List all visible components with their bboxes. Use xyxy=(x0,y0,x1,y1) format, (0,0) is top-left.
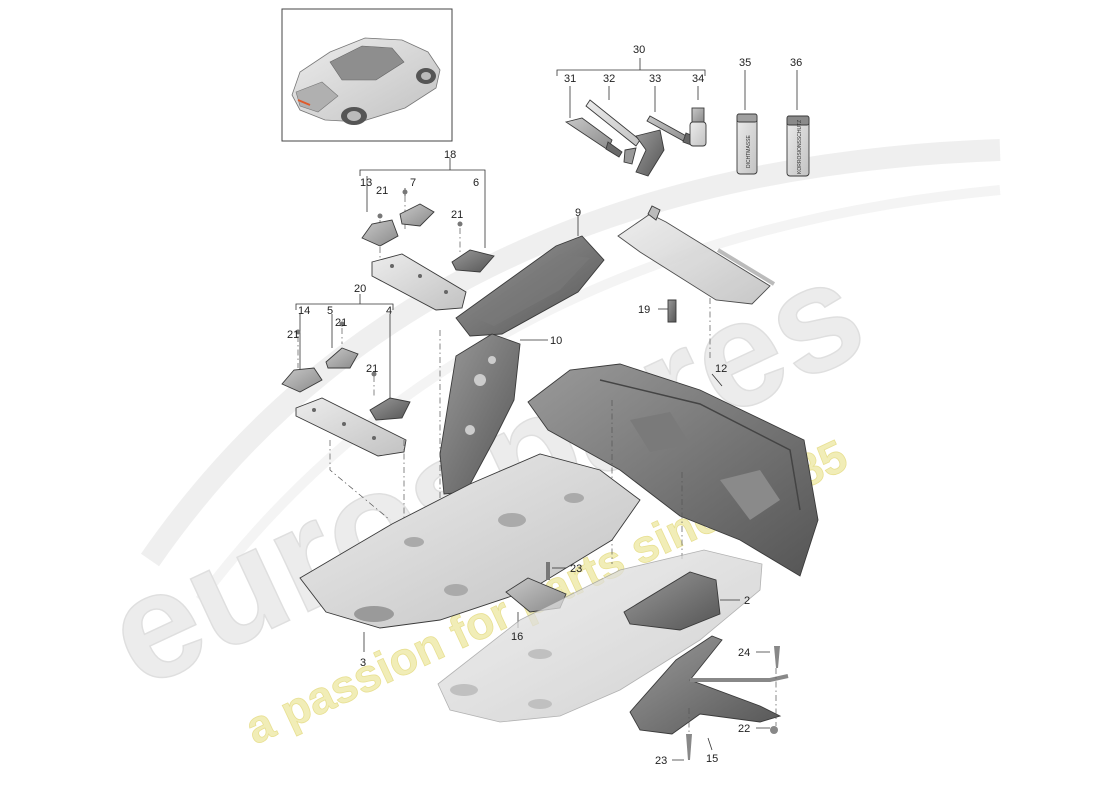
callout-22: 22 xyxy=(738,723,750,735)
callout-4: 4 xyxy=(386,305,392,317)
bracket-4 xyxy=(369,397,411,421)
callout-5: 5 xyxy=(327,305,333,317)
callout-21-e: 21 xyxy=(366,363,378,375)
callout-9: 9 xyxy=(575,207,581,219)
bracket-13 xyxy=(361,219,399,247)
bolt-24-icon xyxy=(774,646,780,668)
callout-30: 30 xyxy=(633,44,645,56)
bolt-23-icon xyxy=(686,734,692,760)
main-floor-pan-3 xyxy=(299,453,641,652)
callout-6: 6 xyxy=(473,177,479,189)
bracket-16 xyxy=(505,562,567,628)
nut-22-icon xyxy=(770,726,778,734)
callout-7: 7 xyxy=(410,177,416,189)
callout-21-b: 21 xyxy=(451,209,463,221)
rear-floor-12 xyxy=(527,363,819,577)
callout-24: 24 xyxy=(738,647,750,659)
bracket-6 xyxy=(451,249,495,273)
callout-labels: 30 31 32 33 34 35 36 18 13 21 7 6 21 9 2… xyxy=(287,44,802,767)
callout-21-d: 21 xyxy=(287,329,299,341)
callout-33: 33 xyxy=(649,73,661,85)
callout-32: 32 xyxy=(603,73,615,85)
callout-35: 35 xyxy=(739,57,751,69)
rear-cross-frame xyxy=(617,205,776,305)
bracket-14 xyxy=(281,367,323,393)
callout-20: 20 xyxy=(354,283,366,295)
caulking-gun xyxy=(585,99,665,177)
callout-19: 19 xyxy=(638,304,650,316)
callout-36: 36 xyxy=(790,57,802,69)
callout-10: 10 xyxy=(550,335,562,347)
callout-13: 13 xyxy=(360,177,372,189)
tube-36-label: KORROSIONSSCHUTZ xyxy=(797,120,803,174)
tunnel-reinforcement-9 xyxy=(455,216,605,337)
crossmember-20 xyxy=(295,397,407,457)
tube-35-label: DICHTMASSE xyxy=(746,135,752,168)
callout-18: 18 xyxy=(444,149,456,161)
crossmember-18 xyxy=(371,253,467,311)
callout-34: 34 xyxy=(692,73,704,85)
sealant-kit-group: DICHTMASSE KORROSIONSSCHUTZ xyxy=(556,58,810,177)
callout-31: 31 xyxy=(564,73,576,85)
callout-21-c: 21 xyxy=(335,317,347,329)
bracket-19 xyxy=(658,298,711,360)
bracket-5 xyxy=(325,347,359,369)
callout-14: 14 xyxy=(298,305,310,317)
callout-2: 2 xyxy=(744,595,750,607)
car-icon xyxy=(291,37,441,125)
tube-35: DICHTMASSE xyxy=(736,113,758,175)
callout-3: 3 xyxy=(360,657,366,669)
callout-23-b: 23 xyxy=(655,755,667,767)
cross-brace-2 xyxy=(623,571,740,631)
fasteners xyxy=(672,646,780,761)
cap-34 xyxy=(689,107,707,147)
reinforcement-15 xyxy=(629,635,789,751)
bracket-group-20 xyxy=(281,294,441,560)
bracket-group-18 xyxy=(359,158,495,311)
bracket-7 xyxy=(399,203,435,227)
callout-16: 16 xyxy=(511,631,523,643)
vehicle-thumbnail xyxy=(281,8,453,142)
tube-36: KORROSIONSSCHUTZ xyxy=(786,115,810,177)
sealant-cartridge xyxy=(564,117,623,158)
callout-15: 15 xyxy=(706,753,718,765)
callout-12: 12 xyxy=(715,363,727,375)
callout-23-a: 23 xyxy=(570,563,582,575)
callout-21-a: 21 xyxy=(376,185,388,197)
